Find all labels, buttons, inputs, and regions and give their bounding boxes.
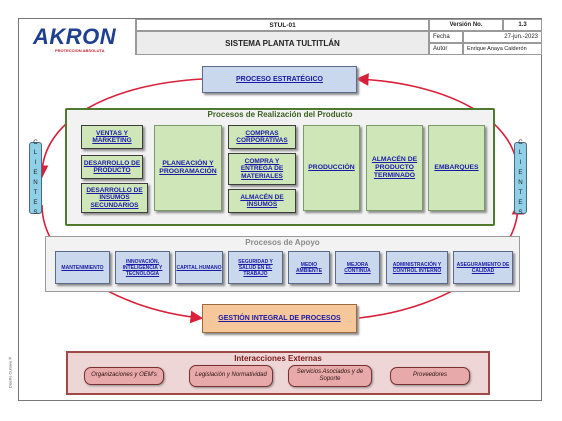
- innovation-button[interactable]: INNOVACIÓN, INTELIGENCIA Y TECNOLOGÍA: [115, 251, 170, 284]
- sales-marketing-label: VENTAS Y MARKETING: [92, 129, 132, 144]
- quality-assurance-label: ASEGURAMIENTO DE CALIDAD: [456, 261, 510, 274]
- continuous-improvement-button[interactable]: MEJORA CONTINUA: [335, 251, 380, 284]
- logo-tagline: PROTECCION ABSOLUTA: [55, 48, 105, 53]
- external-item-suppliers: Proveedores: [390, 367, 470, 385]
- date-label: Fecha: [429, 31, 463, 43]
- product-development-label: DESARROLLO DE PRODUCTO: [83, 159, 141, 174]
- strategic-process-label: PROCESO ESTRATÉGICO: [236, 76, 323, 83]
- clients-right-letter: I: [519, 159, 522, 166]
- planning-label: PLANEACIÓN Y PROGRAMACIÓN: [159, 160, 217, 175]
- author-label: Autor: [429, 43, 463, 55]
- shipping-label: EMBARQUES: [434, 164, 479, 172]
- clients-right-letter: T: [518, 189, 523, 196]
- external-item-legislation: Legislación y Normatividad: [189, 365, 273, 387]
- maintenance-button[interactable]: MANTENIMIENTO: [55, 251, 110, 284]
- secondary-supplies-development-label: DESARROLLO DE INSUMOS SECUNDARIOS: [86, 186, 143, 209]
- product-development-button[interactable]: DESARROLLO DE PRODUCTO: [81, 155, 143, 179]
- integral-management-button[interactable]: GESTIÓN INTEGRAL DE PROCESOS: [202, 304, 357, 333]
- finished-goods-warehouse-button[interactable]: ALMACÉN DE PRODUCTO TERMINADO: [366, 125, 423, 211]
- quality-assurance-button[interactable]: ASEGURAMIENTO DE CALIDAD: [453, 251, 513, 284]
- clients-left-letter: L: [33, 149, 38, 156]
- realization-title: Procesos de Realización del Producto: [207, 110, 353, 119]
- clients-right-letter: N: [518, 179, 523, 186]
- external-item-label: Proveedores: [412, 372, 448, 379]
- corporate-purchasing-label: COMPRAS CORPORATIVAS: [236, 129, 288, 144]
- date-value: 27-jun.-2023: [463, 31, 542, 43]
- author-value: Enrique Anaya Calderón: [463, 43, 542, 55]
- innovation-label: INNOVACIÓN, INTELIGENCIA Y TECNOLOGÍA: [122, 258, 163, 277]
- environment-button[interactable]: MEDIO AMBIENTE: [288, 251, 330, 284]
- human-capital-button[interactable]: CAPITAL HUMANO: [175, 251, 223, 284]
- strategic-process-button[interactable]: PROCESO ESTRATÉGICO: [202, 66, 357, 93]
- clients-right-badge: C L I E N T E S: [514, 139, 527, 216]
- clients-left-letter: N: [33, 179, 38, 186]
- document-title: SISTEMA PLANTA TULTITLÁN: [136, 31, 429, 55]
- health-safety-label: SEGURIDAD Y SALUD EN EL TRABAJO: [238, 258, 273, 277]
- continuous-improvement-label: MEJORA CONTINUA: [344, 261, 371, 274]
- environment-label: MEDIO AMBIENTE: [295, 261, 323, 274]
- clients-left-letter: E: [33, 199, 38, 206]
- clients-left-badge: C L I E N T E S: [29, 139, 42, 216]
- administration-button[interactable]: ADMINISTRACIÓN Y CONTROL INTERNO: [386, 251, 448, 284]
- sales-marketing-button[interactable]: VENTAS Y MARKETING: [81, 125, 143, 149]
- version-label: Versión No.: [429, 19, 503, 31]
- clients-right-letter: L: [518, 149, 523, 156]
- maintenance-label: MANTENIMIENTO: [61, 264, 104, 271]
- external-item-label: Servicios Asociados y de Soporte: [296, 368, 364, 382]
- external-title: Interacciones Externas: [234, 354, 322, 363]
- materials-purchasing-button[interactable]: COMPRA Y ENTREGA DE MATERIALES: [228, 153, 296, 185]
- shipping-button[interactable]: EMBARQUES: [428, 125, 485, 211]
- integral-management-label: GESTIÓN INTEGRAL DE PROCESOS: [218, 315, 341, 322]
- human-capital-label: CAPITAL HUMANO: [176, 264, 222, 271]
- clients-left-letter: T: [33, 189, 38, 196]
- corporate-purchasing-button[interactable]: COMPRAS CORPORATIVAS: [228, 125, 296, 149]
- clients-left-letter: C: [33, 139, 38, 146]
- external-item-label: Legislación y Normatividad: [195, 372, 267, 379]
- copyright-note: Diseño Cursiva ®: [7, 356, 13, 389]
- external-item-services: Servicios Asociados y de Soporte: [288, 365, 372, 387]
- version-value: 1.3: [503, 19, 542, 31]
- production-button[interactable]: PRODUCCIÓN: [303, 125, 360, 211]
- production-label: PRODUCCIÓN: [308, 164, 355, 172]
- clients-left-letter: I: [34, 159, 37, 166]
- clients-right-letter: C: [518, 139, 523, 146]
- planning-button[interactable]: PLANEACIÓN Y PROGRAMACIÓN: [154, 125, 222, 211]
- clients-left-letter: E: [33, 169, 38, 176]
- administration-label: ADMINISTRACIÓN Y CONTROL INTERNO: [392, 261, 442, 274]
- clients-right-letter: E: [518, 169, 523, 176]
- secondary-supplies-development-button[interactable]: DESARROLLO DE INSUMOS SECUNDARIOS: [81, 183, 148, 213]
- clients-right-letter: E: [518, 199, 523, 206]
- clients-right-letter: S: [518, 209, 523, 216]
- logo: AKRON PROTECCION ABSOLUTA: [19, 19, 136, 55]
- clients-left-letter: S: [33, 209, 38, 216]
- external-item-label: Organizaciones y OEM's: [91, 372, 157, 379]
- support-title: Procesos de Apoyo: [245, 238, 320, 247]
- supplies-warehouse-button[interactable]: ALMACÉN DE INSUMOS: [228, 189, 296, 213]
- health-safety-button[interactable]: SEGURIDAD Y SALUD EN EL TRABAJO: [228, 251, 283, 284]
- supplies-warehouse-label: ALMACÉN DE INSUMOS: [240, 193, 284, 208]
- materials-purchasing-label: COMPRA Y ENTREGA DE MATERIALES: [240, 157, 284, 180]
- external-item-organizations: Organizaciones y OEM's: [84, 367, 164, 385]
- document-code: STUL-01: [136, 19, 429, 31]
- logo-wordmark: AKRON: [33, 24, 117, 49]
- finished-goods-warehouse-label: ALMACÉN DE PRODUCTO TERMINADO: [371, 156, 418, 179]
- page-frame: [18, 18, 542, 401]
